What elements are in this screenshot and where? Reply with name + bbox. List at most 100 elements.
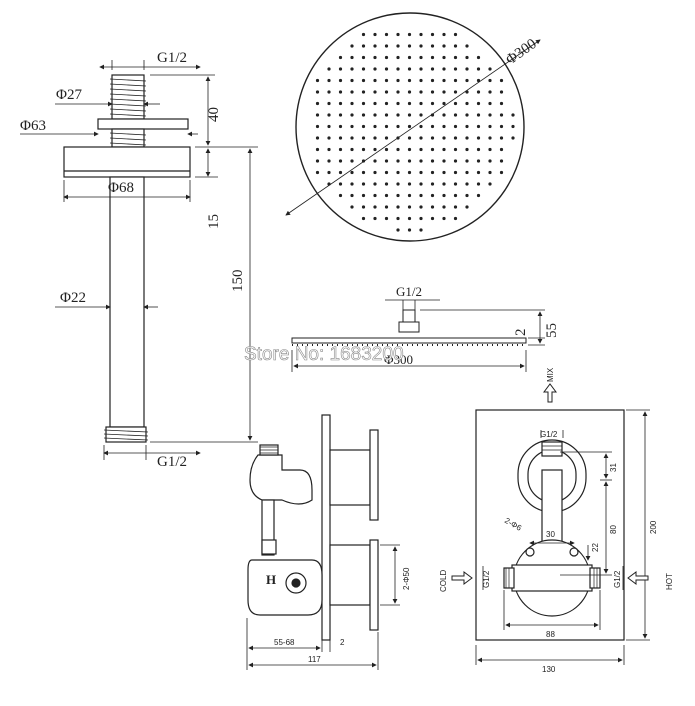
nozzle-dot (373, 90, 377, 94)
valve-front-dim-22-label: 22 (591, 543, 600, 552)
nozzle-dot (442, 113, 446, 117)
nozzle-dot (373, 78, 377, 83)
nozzle-dot (442, 44, 446, 48)
nozzle-dot (430, 44, 435, 48)
nozzle-dot (442, 67, 446, 71)
nozzle-dot (396, 205, 400, 209)
nozzle-dot (373, 101, 377, 106)
nozzle-dot (419, 182, 423, 186)
nozzle-dot (465, 113, 469, 117)
nozzle-dot (430, 205, 435, 209)
nozzle-dot (384, 78, 389, 83)
nozzle-dot (476, 101, 481, 106)
valve-front-view (451, 383, 650, 665)
nozzle-dot (327, 136, 331, 140)
nozzle-dot (384, 147, 389, 152)
nozzle-dot (407, 136, 412, 140)
nozzle-dot (442, 193, 446, 198)
nozzle-dot (419, 101, 423, 106)
nozzle-dot (407, 113, 412, 117)
nozzle-dot (453, 205, 458, 209)
nozzle-dot (396, 55, 400, 60)
arm-length-15-label: 15 (206, 214, 222, 229)
nozzle-dot (338, 67, 343, 71)
nozzle-dot (476, 113, 481, 117)
nozzle-dot (407, 101, 412, 106)
nozzle-dot (373, 67, 377, 71)
nozzle-dot (361, 124, 366, 129)
nozzle-dot (430, 55, 435, 60)
nozzle-dot (476, 67, 481, 71)
nozzle-dot (384, 170, 389, 175)
nozzle-dot (476, 136, 481, 140)
nozzle-dot (465, 67, 469, 71)
nozzle-dot (315, 124, 320, 129)
nozzle-dot (384, 67, 389, 71)
nozzle-dot (338, 193, 343, 198)
nozzle-dot (350, 90, 354, 94)
nozzle-dot (373, 205, 377, 209)
nozzle-dot (465, 159, 469, 163)
nozzle-dot (373, 147, 377, 152)
nozzle-dot (338, 182, 343, 186)
head-side-dia-label: Φ300 (384, 352, 413, 367)
valve-side-width-117-label: 117 (308, 655, 321, 664)
nozzle-dot (350, 136, 354, 140)
nozzle-dot (350, 78, 354, 83)
nozzle-dot (499, 124, 504, 129)
nozzle-dot (407, 159, 412, 163)
nozzle-dot (499, 78, 504, 83)
head-side-height-2-label: 2 (513, 329, 529, 337)
nozzle-dot (407, 228, 412, 232)
nozzle-dot (488, 159, 492, 163)
nozzle-dot (384, 124, 389, 129)
nozzle-dot (453, 170, 458, 175)
nozzle-dot (476, 147, 481, 152)
nozzle-dot (442, 55, 446, 60)
nozzle-dot (419, 67, 423, 71)
nozzle-dot (419, 136, 423, 140)
arm-thread-top-label: G1/2 (157, 50, 187, 66)
valve-front-thread-right-label: G1/2 (613, 570, 622, 588)
nozzle-dot (361, 170, 366, 175)
nozzle-dot (361, 147, 366, 152)
nozzle-dot (373, 113, 377, 117)
nozzle-dot (315, 113, 320, 117)
nozzle-dot (419, 228, 423, 232)
nozzle-dot (350, 124, 354, 129)
shower-head-side-view (291, 299, 545, 372)
nozzle-dot (488, 113, 492, 117)
nozzle-dot (419, 32, 423, 37)
nozzle-dot (350, 193, 354, 198)
nozzle-dot (327, 90, 331, 94)
nozzle-dot (373, 216, 377, 221)
nozzle-dot (373, 193, 377, 198)
nozzle-dot (488, 136, 492, 140)
nozzle-dot (373, 159, 377, 163)
nozzle-dot (407, 44, 412, 48)
nozzle-dot (338, 124, 343, 129)
nozzle-dot (338, 78, 343, 83)
nozzle-dot (327, 124, 331, 129)
nozzle-dot (442, 182, 446, 186)
nozzle-dot (488, 182, 492, 186)
nozzle-dot (442, 124, 446, 129)
nozzle-dot (499, 90, 504, 94)
valve-front-dim-31-label: 31 (609, 463, 618, 472)
nozzle-dot (384, 216, 389, 221)
nozzle-dot (338, 101, 343, 106)
arm-dia-27-label: Φ27 (56, 87, 82, 103)
nozzle-dot (327, 101, 331, 106)
nozzle-dot (488, 124, 492, 129)
nozzle-dot (350, 170, 354, 175)
nozzle-dot (384, 113, 389, 117)
nozzle-dot (361, 193, 366, 198)
nozzle-dot (419, 90, 423, 94)
valve-front-dim-30-label: 30 (546, 530, 555, 539)
nozzle-dot (338, 136, 343, 140)
nozzle-dot (361, 44, 366, 48)
nozzle-dot (465, 147, 469, 152)
nozzle-dot (384, 159, 389, 163)
nozzle-dot (327, 78, 331, 83)
store-watermark: Store No: 1683200 (244, 344, 404, 365)
